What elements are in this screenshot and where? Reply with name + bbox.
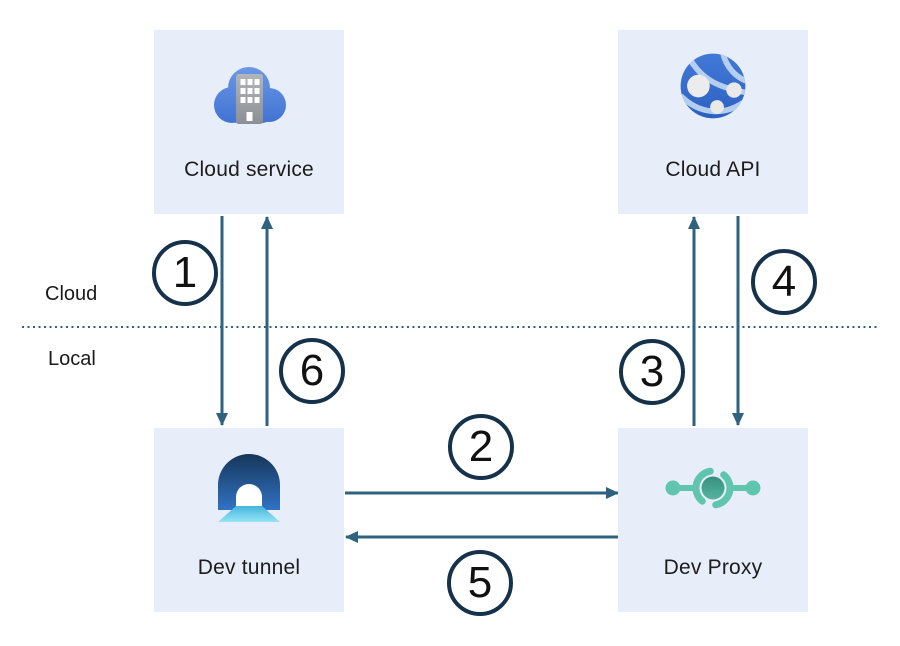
step-badge-2: 2 bbox=[448, 414, 514, 480]
proxy-ring bbox=[692, 467, 734, 509]
node-label-dev-tunnel: Dev tunnel bbox=[197, 556, 301, 579]
zone-label-local: Local bbox=[48, 348, 96, 370]
step-badge-3: 3 bbox=[619, 339, 685, 405]
step-badge-6: 6 bbox=[279, 338, 345, 404]
cloud-building-icon bbox=[154, 61, 344, 127]
node-label-cloud-service: Cloud service bbox=[184, 158, 314, 181]
node-cloud-service: Cloud service bbox=[154, 30, 344, 214]
node-dev-proxy: Dev Proxy bbox=[618, 428, 808, 612]
node-label-cloud-api: Cloud API bbox=[665, 158, 761, 181]
proxy-endpoints bbox=[665, 480, 761, 496]
step-number-4: 4 bbox=[771, 257, 797, 306]
globe-nodes bbox=[687, 74, 742, 114]
step-number-3: 3 bbox=[639, 347, 665, 396]
step-number-6: 6 bbox=[299, 346, 325, 395]
step-number-5: 5 bbox=[467, 558, 493, 607]
step-number-1: 1 bbox=[172, 248, 198, 297]
node-label-dev-proxy: Dev Proxy bbox=[663, 556, 763, 579]
proxy-core bbox=[701, 476, 725, 500]
node-cloud-api: Cloud API bbox=[618, 30, 808, 214]
zone-label-cloud: Cloud bbox=[45, 283, 98, 305]
globe-api-icon bbox=[618, 52, 808, 120]
tunnel-opening bbox=[236, 484, 262, 510]
tunnel-icon bbox=[154, 452, 344, 522]
tunnel-arch bbox=[218, 454, 280, 510]
step-badge-1: 1 bbox=[152, 240, 218, 306]
step-badge-4: 4 bbox=[751, 249, 817, 315]
proxy-icon bbox=[618, 460, 808, 516]
step-badge-5: 5 bbox=[447, 550, 513, 616]
tunnel-floor bbox=[218, 506, 280, 522]
building-shape bbox=[236, 74, 263, 124]
node-dev-tunnel: Dev tunnel bbox=[154, 428, 344, 612]
step-number-2: 2 bbox=[468, 422, 494, 471]
